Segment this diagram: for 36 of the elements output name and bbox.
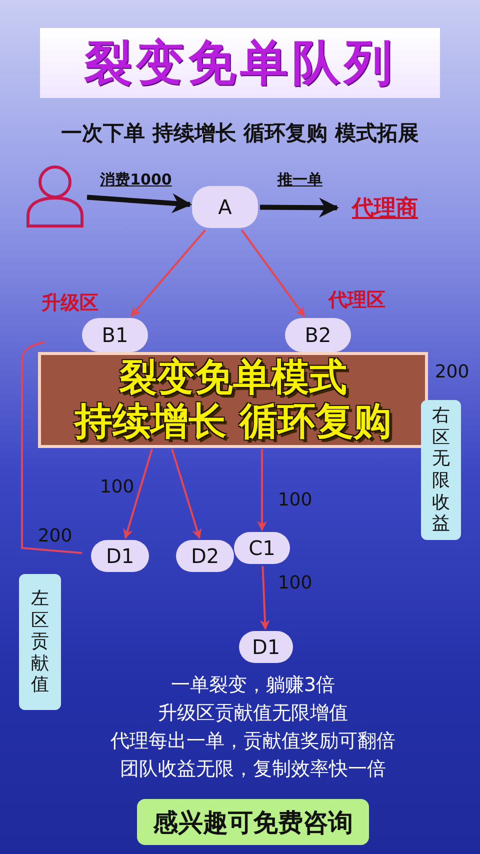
note-box: 左区贡献值 <box>19 574 61 710</box>
headline-text: 裂变免单模式 <box>119 356 347 400</box>
value-label: 200 <box>434 362 470 382</box>
note-text: 代理每出一单，贡献值奖励可翻倍 <box>110 729 396 754</box>
node-pill: A <box>192 186 258 228</box>
note-box: 右区无限收益 <box>421 400 461 540</box>
note-text: 团队收益无限，复制效率快一倍 <box>120 757 386 782</box>
edge-label: 推一单 <box>278 170 322 190</box>
edge-label: 100 <box>100 476 134 498</box>
zone-label: 代理区 <box>328 288 386 313</box>
value-label: 200 <box>38 526 72 546</box>
arrow <box>257 449 267 531</box>
node-pill: C1 <box>234 532 290 564</box>
note-text: 一单裂变，躺赚3倍 <box>170 673 336 698</box>
node-pill: B1 <box>82 318 148 352</box>
node-pill: D1 <box>91 540 149 572</box>
node-pill: B2 <box>285 318 351 352</box>
consult-button: 感兴趣可免费咨询 <box>137 799 369 845</box>
arrow <box>171 448 202 539</box>
edge-label: 消费1000 <box>100 170 172 190</box>
arrow <box>260 566 270 630</box>
edge-label: 100 <box>278 572 312 594</box>
subtitle: 一次下单 持续增长 循环复购 模式拓展 <box>61 120 419 147</box>
arrow <box>130 229 206 317</box>
arrow <box>260 198 339 218</box>
arrow <box>240 229 305 317</box>
zone-label: 升级区 <box>42 291 98 316</box>
arrow <box>123 448 153 539</box>
edge-label: 100 <box>278 490 312 510</box>
node-text: 代理商 <box>339 192 431 224</box>
node-pill: D1 <box>239 631 293 663</box>
headline-text: 持续增长 循环复购 <box>74 400 392 444</box>
title-banner: 裂变免单队列 <box>40 28 440 98</box>
arrow <box>86 193 192 214</box>
note-text: 升级区贡献值无限增值 <box>158 701 348 726</box>
node-pill: D2 <box>176 540 234 572</box>
